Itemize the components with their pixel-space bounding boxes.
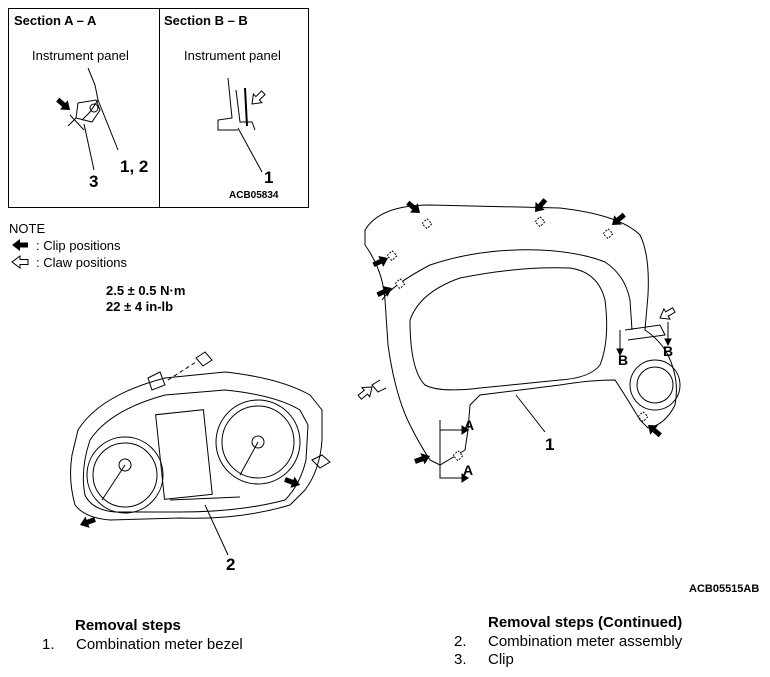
callout-a-bottom: A — [463, 462, 474, 478]
section-a-part-label: Instrument panel — [32, 48, 129, 63]
torque-imperial: 22 ± 4 in-lb — [106, 299, 174, 314]
clip-icon — [530, 195, 550, 216]
section-a-callout-3: 3 — [89, 172, 99, 191]
torque-metric: 2.5 ± 0.5 N·m — [106, 283, 186, 298]
step-text: Combination meter bezel — [76, 636, 243, 653]
removal-step-3: 3. Clip — [454, 651, 514, 668]
step-number: 2. — [454, 633, 467, 650]
clip-icon — [608, 210, 629, 230]
section-cut-arrows — [461, 338, 672, 483]
removal-step-1: 1. Combination meter bezel — [42, 636, 243, 653]
step-number: 3. — [454, 651, 467, 668]
section-b-sketch — [217, 77, 263, 173]
callout-assembly-2: 2 — [226, 555, 236, 574]
clip-legend-icon — [12, 239, 28, 251]
section-a-title: Section A – A — [14, 13, 97, 28]
claw-icon — [247, 87, 269, 109]
callout-a-top: A — [464, 417, 475, 433]
figure-code: ACB05515AB — [689, 583, 760, 595]
callout-bezel-1: 1 — [545, 435, 555, 454]
removal-step-2: 2. Combination meter assembly — [454, 633, 682, 650]
removal-steps-title: Removal steps — [75, 617, 181, 634]
section-b-part-label: Instrument panel — [184, 48, 281, 63]
clip-icon — [77, 513, 98, 531]
section-a-callout-12: 1, 2 — [120, 157, 149, 176]
clip-markers — [386, 216, 649, 462]
section-b-box — [159, 8, 309, 208]
section-b-callout-1: 1 — [264, 168, 274, 187]
clip-icon — [644, 420, 665, 440]
step-number: 1. — [42, 636, 55, 653]
callout-b-left: B — [618, 352, 629, 368]
step-text: Combination meter assembly — [488, 633, 683, 650]
section-a-box — [8, 8, 161, 208]
meter-assembly-drawing — [70, 351, 331, 556]
claw-icon — [656, 304, 678, 324]
section-a-sketch — [67, 67, 119, 171]
note-clip-text: : Clip positions — [36, 238, 121, 253]
note-claw-text: : Claw positions — [36, 255, 128, 270]
callout-b-right: B — [663, 343, 674, 359]
meter-bezel-drawing — [364, 204, 681, 479]
section-b-code: ACB05834 — [229, 190, 279, 201]
removal-steps-cont-title: Removal steps (Continued) — [488, 614, 683, 631]
clip-icon — [403, 198, 424, 218]
claw-legend-icon — [11, 255, 29, 269]
clip-icon — [282, 473, 303, 491]
clip-icon — [53, 95, 74, 115]
step-text: Clip — [488, 651, 514, 668]
note-title: NOTE — [9, 221, 46, 236]
section-b-title: Section B – B — [164, 13, 248, 28]
